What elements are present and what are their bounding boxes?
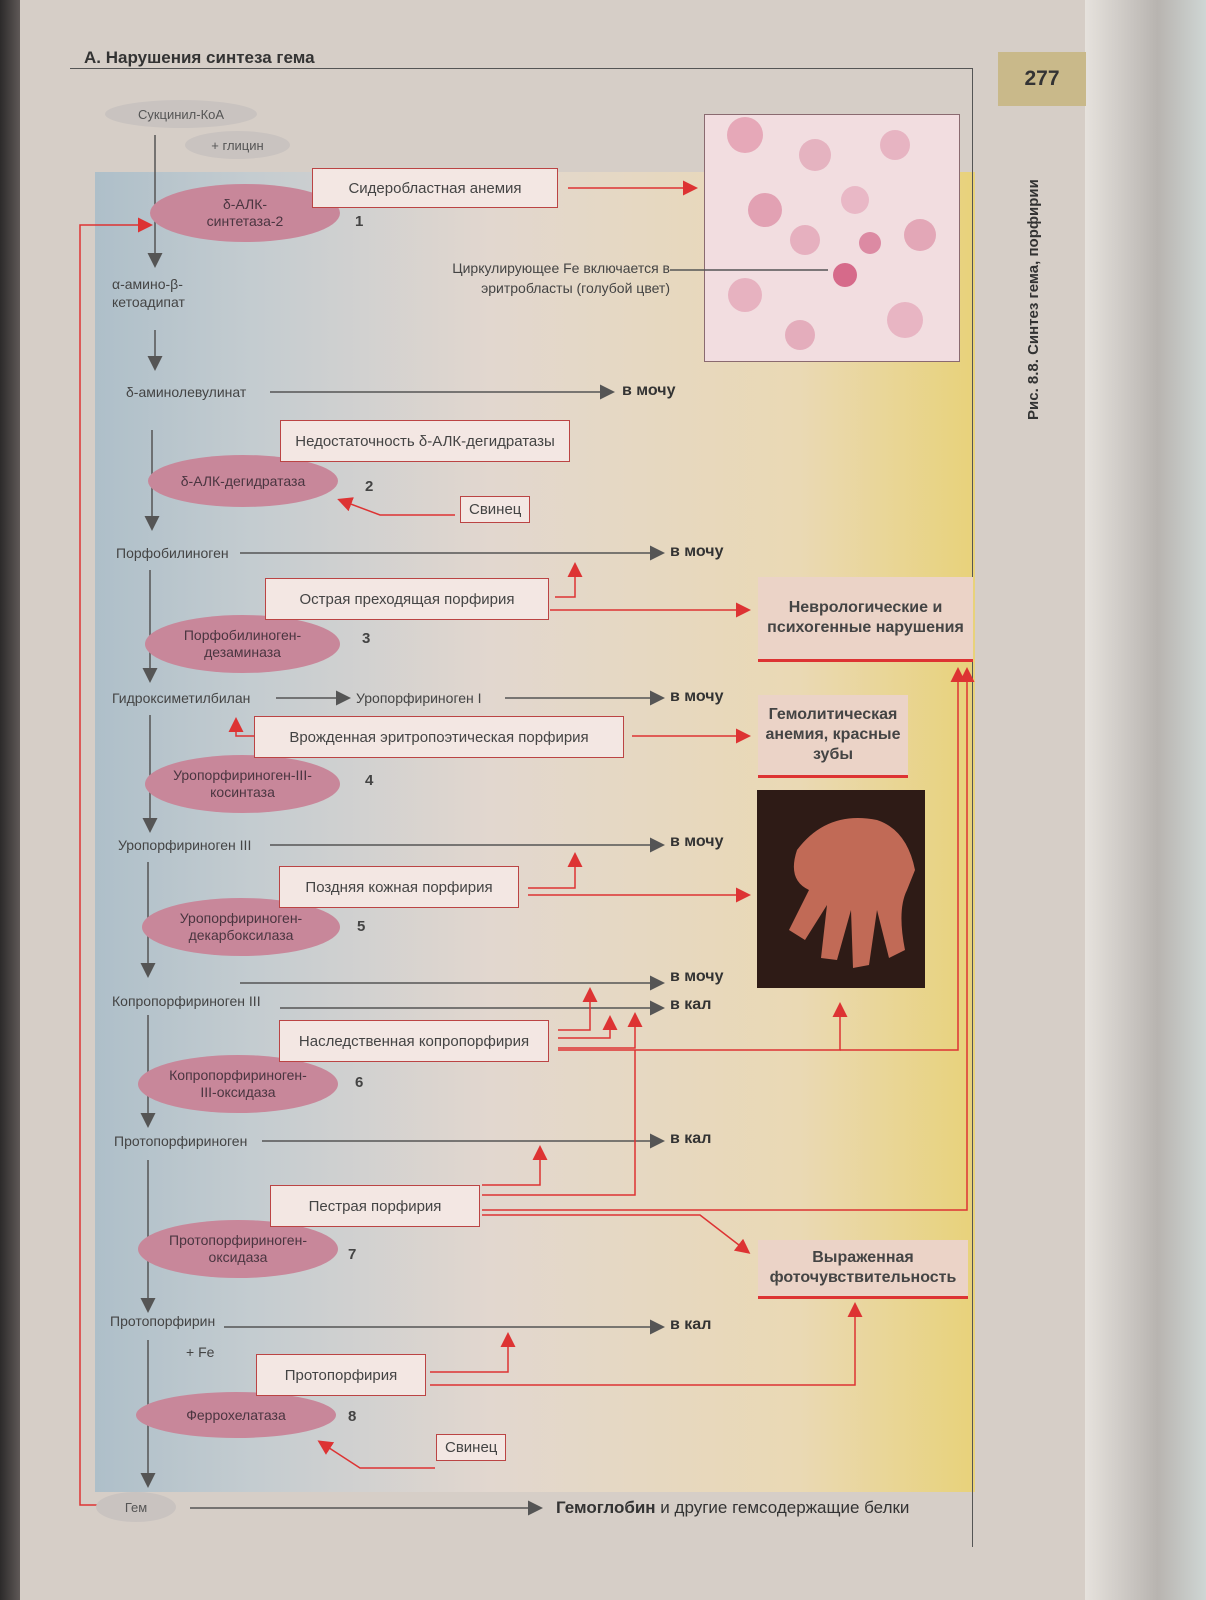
section-title: А. Нарушения синтеза гема — [78, 48, 321, 68]
uroporphyrinogen-1: Уропорфириноген I — [356, 690, 482, 706]
output-feces-1: в кал — [670, 996, 712, 1013]
output-urine-3: в мочу — [670, 688, 724, 705]
enzyme-ala-dehydratase: δ-АЛК-дегидратаза — [148, 455, 338, 507]
enzyme-ala-synthase: δ-АЛК-синтетаза-2 — [150, 184, 340, 242]
disorder-acute-porphyria: Острая преходящая порфирия — [265, 578, 549, 620]
enzyme-ferrochelatase: Феррохелатаза — [136, 1392, 336, 1438]
enzyme-number-4: 4 — [365, 772, 374, 789]
disorder-cutanea-tarda: Поздняя кожная порфирия — [279, 866, 519, 908]
disorder-ala-dehydratase-deficiency: Недостаточность δ-АЛК-дегидратазы — [280, 420, 570, 462]
micrograph-cells — [727, 117, 936, 350]
disorder-erythropoietic-porphyria: Врожденная эритропоэтическая порфирия — [254, 716, 624, 758]
disorder-protoporphyria: Протопорфирия — [256, 1354, 426, 1396]
diagram-frame — [70, 68, 973, 1547]
porphobilinogen: Порфобилиноген — [116, 545, 229, 561]
enzyme-number-7: 7 — [348, 1246, 357, 1263]
lead-box-1: Свинец — [460, 496, 531, 523]
disorder-hereditary-coproporphyria: Наследственная копропорфирия — [279, 1020, 549, 1062]
result-hemolytic-anemia: Гемолитическая анемия, красные зубы — [758, 695, 908, 778]
heme-products: Гемоглобин и другие гемсодержащие белки — [556, 1498, 909, 1518]
enzyme-number-6: 6 — [355, 1074, 364, 1091]
enzyme-copro-oxidase: Копропорфириноген-III-оксидаза — [138, 1055, 338, 1113]
aminolevulinate: δ-аминолевулинат — [126, 384, 247, 400]
protoporphyrinogen: Протопорфириноген — [114, 1133, 248, 1149]
iron-fe: + Fe — [186, 1344, 215, 1360]
micrograph-note: Циркулирующее Fe включается в эритроблас… — [452, 260, 670, 296]
output-urine-4: в мочу — [670, 833, 724, 850]
output-feces-2: в кал — [670, 1130, 712, 1147]
enzyme-uro3-cosynthase: Уропорфириноген-III-косинтаза — [145, 755, 340, 813]
protoporphyrin: Протопорфирин — [110, 1313, 216, 1329]
page-number: 277 — [998, 52, 1086, 106]
enzyme-pbg-deaminase: Порфобилиноген-дезаминаза — [145, 615, 340, 673]
uroporphyrinogen-3: Уропорфириноген III — [118, 837, 252, 853]
enzyme-number-8: 8 — [348, 1408, 357, 1425]
succinyl-coa: Сукцинил-КоА — [105, 100, 257, 128]
result-neurological: Неврологические и психогенные нарушения — [758, 577, 973, 662]
output-urine-5: в мочу — [670, 968, 724, 985]
output-urine-2: в мочу — [670, 543, 724, 560]
page-edge — [1085, 0, 1206, 1600]
enzyme-number-5: 5 — [357, 918, 366, 935]
heme-proteins-label: и другие гемсодержащие белки — [655, 1498, 910, 1517]
hydroxymethylbilane: Гидроксиметилбилан — [112, 690, 251, 706]
enzyme-number-1: 1 — [355, 213, 364, 230]
disorder-sideroblastic-anemia: Сидеробластная анемия — [312, 168, 558, 208]
amino-ketoadipate: α-амино-β-кетоадипат — [112, 276, 185, 310]
hemoglobin-label: Гемоглобин — [556, 1498, 656, 1517]
enzyme-proto-oxidase: Протопорфириноген-оксидаза — [138, 1220, 338, 1278]
enzyme-number-3: 3 — [362, 630, 371, 647]
glycine: + глицин — [185, 131, 290, 159]
lead-box-2: Свинец — [436, 1434, 507, 1461]
output-feces-3: в кал — [670, 1316, 712, 1333]
result-photosensitivity: Выраженная фоточувствительность — [758, 1240, 968, 1299]
enzyme-number-2: 2 — [365, 478, 374, 495]
disorder-variegate-porphyria: Пестрая порфирия — [270, 1185, 480, 1227]
hand-photo — [757, 790, 925, 988]
micrograph-image — [704, 114, 960, 362]
output-urine-1: в мочу — [622, 382, 676, 399]
heme: Гем — [96, 1492, 176, 1522]
hand-shape — [789, 818, 915, 968]
coproporphyrinogen-3: Копропорфириноген III — [112, 993, 261, 1009]
